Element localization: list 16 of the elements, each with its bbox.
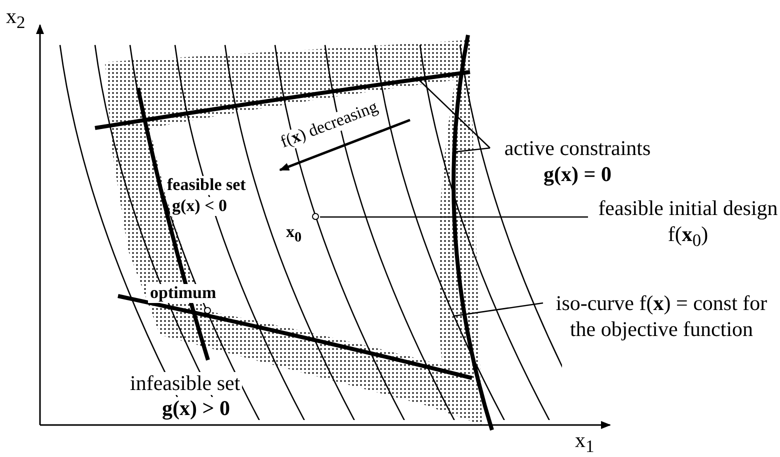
region-label: infeasible set: [128, 372, 242, 396]
leader-line: [454, 147, 490, 153]
annotation-text: active constraints: [503, 135, 652, 161]
point-label: optimum: [148, 284, 218, 303]
annotation-text: feasible initial design: [597, 195, 779, 221]
region-formula: g(x) > 0: [160, 397, 232, 420]
region-formula: g(x) < 0: [170, 197, 230, 216]
axis-label: x$_{2}$: [6, 4, 26, 34]
annotation-formula: g(x) = 0: [542, 161, 612, 187]
region-label: feasible set: [165, 176, 248, 195]
leader-line: [454, 302, 544, 317]
leader-line: [320, 216, 588, 218]
annotation-formula: f(x$_{0}$): [666, 221, 710, 252]
axis-label: x$_{1}$: [575, 428, 594, 457]
leader-line: [418, 78, 490, 148]
annotation-text: iso-curve f(x) = const for the objective function: [554, 290, 768, 342]
